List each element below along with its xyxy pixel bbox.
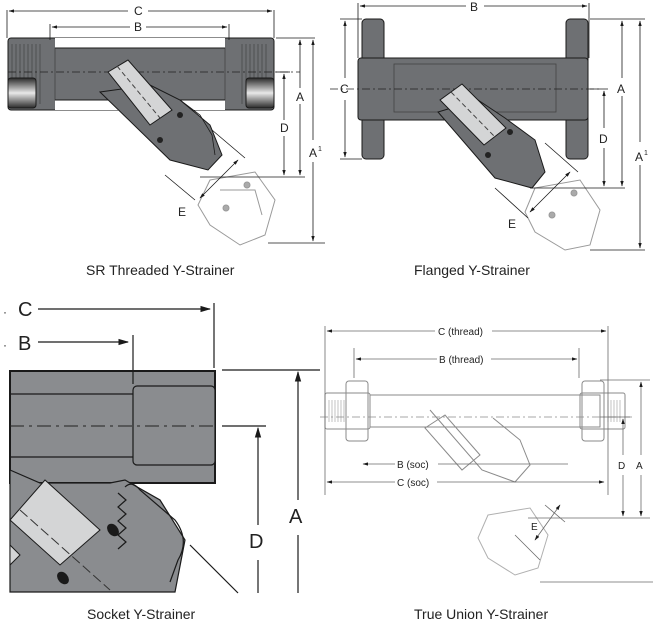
sr-threaded-dimensions xyxy=(6,9,325,244)
true-union-dimensions xyxy=(324,326,653,583)
sr-threaded-caption: SR Threaded Y-Strainer xyxy=(86,262,235,278)
socket-dim-b-leader: · xyxy=(3,338,7,352)
flanged-dim-c: C xyxy=(340,82,349,96)
sr-threaded-ghost-cap xyxy=(197,171,276,246)
true-union-dim-b-thread: B (thread) xyxy=(439,355,483,366)
flanged-dimensions xyxy=(340,3,645,251)
flanged-caption: Flanged Y-Strainer xyxy=(414,262,530,278)
socket-dim-c-leader: · xyxy=(3,305,7,319)
flanged-dim-e: E xyxy=(508,217,516,231)
sr-threaded-dim-a1: A xyxy=(309,146,317,160)
sr-threaded-dim-d: D xyxy=(280,121,289,135)
socket-body xyxy=(9,370,216,593)
flanged-ghost-cap xyxy=(524,179,601,251)
flanged-dim-d: D xyxy=(599,132,608,146)
sr-threaded-dim-b: B xyxy=(134,20,142,34)
true-union-dim-e: E xyxy=(531,522,538,533)
flanged-dim-a1-superscript: 1 xyxy=(644,150,648,157)
true-union-dim-c-soc: C (soc) xyxy=(397,478,429,489)
sr-threaded-dim-c: C xyxy=(134,4,143,18)
flanged-body xyxy=(330,18,600,189)
true-union-dim-a: A xyxy=(636,461,643,472)
sr-threaded-dim-e: E xyxy=(178,205,186,219)
socket-caption: Socket Y-Strainer xyxy=(87,606,196,622)
flanged-dim-a: A xyxy=(617,82,625,96)
flanged-dim-a1: A xyxy=(635,150,643,164)
sr-threaded-body xyxy=(7,37,300,171)
true-union-body xyxy=(320,380,635,576)
sr-threaded-dim-a: A xyxy=(296,90,304,104)
socket-dimensions xyxy=(38,303,320,594)
sr-threaded-dim-a1-superscript: 1 xyxy=(318,146,322,153)
true-union-dim-c-thread: C (thread) xyxy=(438,327,483,338)
socket-dim-b: B xyxy=(18,333,31,355)
true-union-caption: True Union Y-Strainer xyxy=(414,606,549,622)
true-union-dim-b-soc: B (soc) xyxy=(397,460,429,471)
true-union-dim-d: D xyxy=(618,461,625,472)
flanged-dim-b: B xyxy=(470,0,478,14)
socket-dim-d: D xyxy=(249,531,263,553)
socket-dim-c: C xyxy=(18,299,32,321)
socket-dim-a: A xyxy=(289,506,303,528)
